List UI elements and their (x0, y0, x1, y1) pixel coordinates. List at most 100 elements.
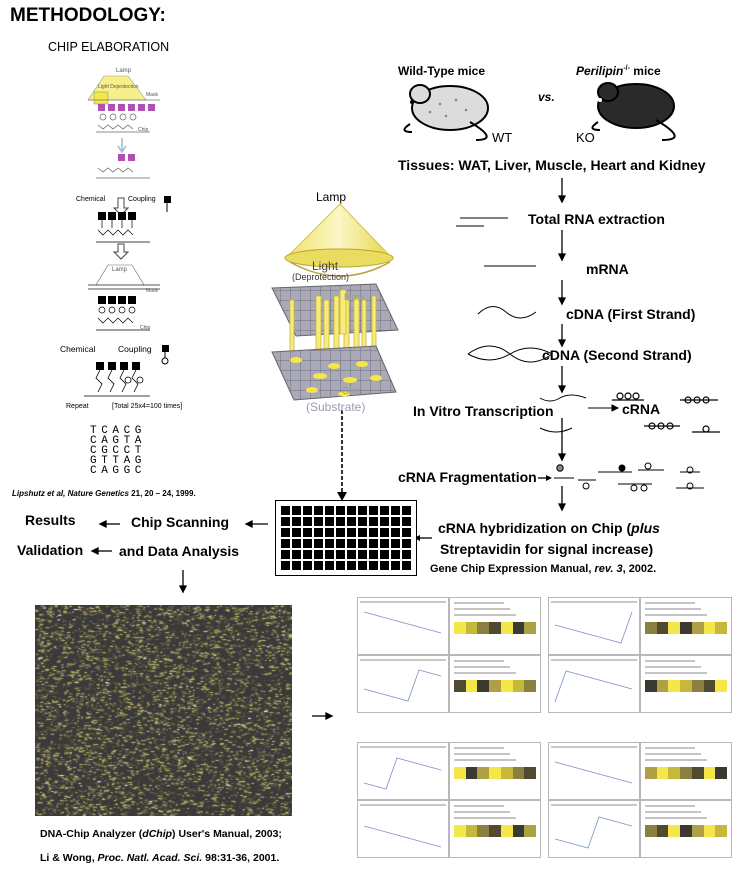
heat-strip-cell (512, 680, 525, 692)
sequence-row: C A G T A (90, 435, 141, 447)
perilipin-word: Perilipin (576, 64, 624, 78)
vs-label: vs. (538, 90, 555, 104)
heat-strip-cell (715, 767, 728, 779)
heat-strip-cell (703, 825, 716, 837)
li-wong-text-b: 98:31-36, 2001. (202, 852, 280, 864)
chip-cell (336, 506, 345, 515)
substrate-label: (Substrate) (306, 400, 366, 414)
dchip-citation-line2: Li & Wong, Proc. Natl. Acad. Sci. 98:31-… (40, 852, 279, 864)
heat-strip-cell (691, 680, 704, 692)
expression-graph-panel (548, 800, 640, 858)
expression-line (554, 761, 633, 784)
heat-strip-cell (512, 622, 525, 634)
wild-type-mice-label: Wild-Type mice (398, 64, 486, 78)
info-text-line (645, 817, 707, 819)
expression-info-panel (449, 800, 541, 858)
info-text-line (454, 753, 510, 755)
cdna-first-strand-label: cDNA (First Strand) (566, 306, 696, 322)
sequence-row: T C A C G (90, 425, 141, 437)
heat-strip-cell (680, 622, 692, 634)
chip-cell (347, 506, 356, 515)
chip-cell (303, 528, 312, 537)
info-text-line (454, 759, 516, 761)
heat-strip-cell (512, 767, 525, 779)
total-rna-extraction-label: Total RNA extraction (528, 211, 665, 227)
chip-cell (314, 517, 323, 526)
vs-text: vs. (538, 90, 555, 104)
expression-heat-strip (454, 680, 537, 692)
heat-strip-cell (645, 680, 657, 692)
heat-strip-cell (465, 767, 478, 779)
info-text-line (645, 602, 695, 604)
expression-heat-strip (645, 825, 728, 837)
crna-fragments-icon (612, 392, 720, 433)
mask-label: Mask (344, 292, 366, 302)
expression-heat-strip (645, 767, 728, 779)
heat-strip-cell (656, 622, 669, 634)
expression-line-plot (360, 746, 446, 790)
chip-cell (402, 528, 411, 537)
expression-graph-panel (548, 655, 640, 713)
info-text-line (645, 747, 695, 749)
info-text-line (454, 614, 516, 616)
chip-cell (380, 539, 389, 548)
heat-strip-cell (465, 622, 478, 634)
expression-line (554, 611, 633, 644)
heat-strip-cell (454, 767, 466, 779)
heatmap-canvas (35, 605, 292, 816)
chip-cell (369, 506, 378, 515)
expression-line (554, 816, 633, 849)
info-text-line (454, 817, 516, 819)
chip-cell (336, 528, 345, 537)
li-wong-italic: Proc. Natl. Acad. Sci. (97, 852, 203, 864)
gene-chip-manual-citation: Gene Chip Expression Manual, rev. 3, 200… (430, 563, 656, 575)
heat-strip-cell (691, 825, 704, 837)
heat-strip-cell (680, 767, 692, 779)
heat-strip-cell (668, 622, 681, 634)
chip-cell (292, 528, 301, 537)
heat-strip-cell (668, 767, 681, 779)
chip-cell (380, 550, 389, 559)
info-text-line (645, 608, 701, 610)
heat-strip-cell (645, 622, 657, 634)
info-text-line (645, 753, 701, 755)
expression-graph-panel (357, 655, 449, 713)
perilipin-mice-label: Perilipin-/- mice (576, 64, 661, 78)
cdna-second-strand-label: cDNA (Second Strand) (542, 347, 692, 363)
coupling-label-1: Coupling (128, 196, 156, 203)
sequence-row: C A G G C (90, 465, 141, 477)
chip-cell (369, 550, 378, 559)
heat-strip-cell (477, 680, 490, 692)
chip-cell (380, 561, 389, 570)
info-text-line (645, 660, 695, 662)
perilipin-superscript: -/- (623, 65, 630, 72)
expression-line (363, 669, 442, 702)
expression-info-panel (640, 742, 732, 800)
chip-cell (402, 539, 411, 548)
heat-strip-cell (500, 767, 513, 779)
chip-label: Chip (342, 386, 363, 397)
expression-heat-strip (454, 825, 537, 837)
expression-heat-strip (454, 622, 537, 634)
chip-cell (303, 517, 312, 526)
chip-cell (391, 506, 400, 515)
chip-cell (314, 550, 323, 559)
heat-strip-cell (715, 680, 728, 692)
chip-cell (347, 528, 356, 537)
chip-cell (402, 561, 411, 570)
sequence-row: C G C C T (90, 445, 141, 457)
chip-cell (358, 506, 367, 515)
citation-journal: Nature Genetics (67, 489, 129, 498)
coupling-pin-icon-2 (161, 345, 169, 365)
dchip-text-a: DNA-Chip Analyzer ( (40, 828, 143, 840)
heat-strip-cell (715, 825, 728, 837)
expression-line-plot (551, 804, 637, 849)
chip-cell (380, 528, 389, 537)
heat-strip-cell (645, 825, 657, 837)
heat-strip-cell (500, 622, 513, 634)
chip-cell (358, 550, 367, 559)
chip-cell (292, 539, 301, 548)
chip-cell (358, 561, 367, 570)
chip-cell (292, 506, 301, 515)
coupling-label-2: Coupling (118, 344, 152, 354)
